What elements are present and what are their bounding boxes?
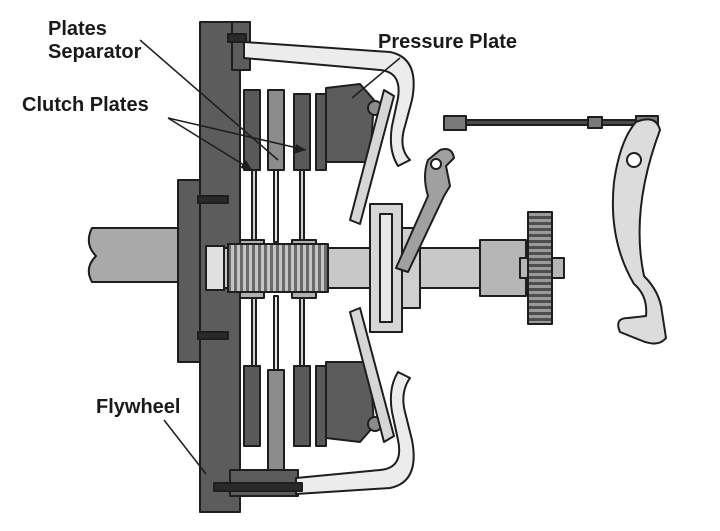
leader-clutch-plates-b-arrow [294, 144, 306, 154]
leader-plates-separator [139, 39, 279, 161]
fork-pivot [430, 158, 442, 170]
clutch-pedal [611, 118, 667, 345]
disc-web-1-top [251, 169, 257, 243]
pressure-plate-top [325, 83, 375, 163]
sep-web-top [273, 169, 279, 243]
bolt-hub-bottom [197, 331, 229, 340]
label-flywheel: Flywheel [96, 396, 181, 418]
clutch-cover-bottom [295, 371, 415, 495]
clutch-plate-3-top [315, 93, 327, 171]
label-clutch-plates: Clutch Plates [22, 94, 149, 116]
label-pressure-plate: Pressure Plate [378, 31, 517, 53]
linkage-rod [465, 119, 643, 126]
disc-web-2-top [299, 169, 305, 243]
pedal-pivot [626, 152, 642, 168]
separator-plate-bottom [267, 369, 285, 471]
splined-hub [227, 243, 329, 293]
bolt-bottom [213, 482, 303, 492]
rod-end-left [443, 115, 467, 131]
clutch-cover-top [243, 41, 415, 167]
pilot-bearing [205, 245, 225, 291]
release-bearing-inner [379, 213, 393, 323]
gear [527, 211, 553, 325]
label-plates-separator-line2: Separator [48, 41, 142, 63]
label-plates-separator: Plates Separator [48, 18, 141, 64]
clutch-plate-1-top [243, 89, 261, 171]
bolt-top [227, 33, 247, 43]
leader-clutch-plates-b [167, 117, 307, 151]
sep-web-bottom [273, 295, 279, 371]
rod-adjuster [587, 116, 603, 129]
diaphragm-spring-top [349, 89, 395, 225]
leader-flywheel [163, 419, 207, 475]
clutch-plate-2-bottom [293, 365, 311, 447]
clutch-plate-3-bottom [315, 365, 327, 447]
disc-web-1-bottom [251, 295, 257, 367]
leader-pressure-plate [351, 57, 401, 99]
leader-clutch-plates-a [167, 117, 253, 171]
clutch-plate-2-top [293, 93, 311, 171]
diaphragm-spring-bottom [349, 307, 395, 443]
disc-web-2-bottom [299, 295, 305, 367]
clutch-plate-1-bottom [243, 365, 261, 447]
bolt-hub-top [197, 195, 229, 204]
shaft-step [479, 239, 527, 297]
release-fork [395, 148, 455, 273]
leader-clutch-plates-a-arrow [240, 160, 252, 170]
label-plates-separator-line1: Plates [48, 18, 107, 40]
